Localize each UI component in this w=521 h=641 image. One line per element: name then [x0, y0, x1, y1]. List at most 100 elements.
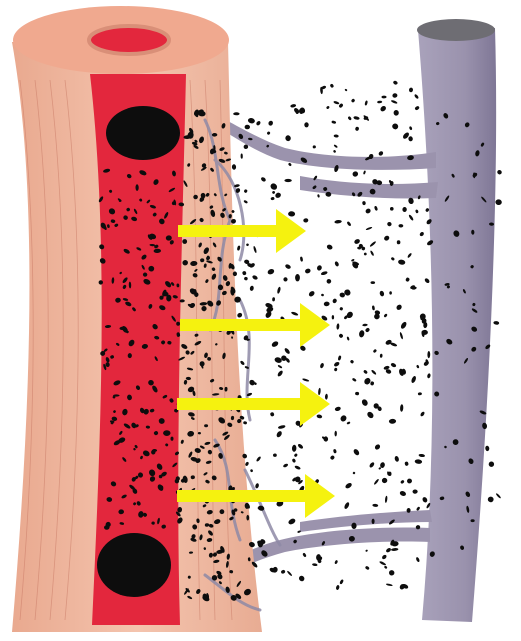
particle: [373, 349, 378, 354]
particle: [346, 336, 349, 340]
particle: [260, 176, 266, 182]
particle: [278, 425, 286, 430]
particle: [330, 455, 336, 461]
particle: [419, 231, 425, 237]
blood-vessel-top-opening: [89, 26, 169, 54]
particle: [408, 214, 414, 221]
particle: [353, 116, 360, 121]
particle: [411, 375, 417, 383]
particle: [362, 324, 368, 327]
particle: [277, 286, 282, 293]
particle: [351, 98, 356, 103]
particle: [363, 170, 366, 174]
particle: [365, 226, 372, 230]
particle: [373, 478, 379, 485]
particle: [272, 297, 275, 301]
particle: [302, 378, 310, 382]
particle: [334, 367, 338, 371]
particle: [319, 362, 324, 368]
particle: [389, 570, 394, 575]
particle: [272, 191, 276, 195]
particle: [280, 569, 285, 574]
particle: [253, 246, 257, 254]
particle: [313, 145, 316, 148]
particle: [395, 304, 402, 311]
particle: [394, 456, 400, 463]
particle: [352, 471, 355, 474]
particle: [383, 313, 387, 318]
cell-lower: [97, 533, 171, 597]
particle: [425, 208, 430, 213]
particle: [488, 461, 495, 468]
particle: [284, 179, 291, 182]
particle: [377, 101, 382, 104]
particle: [270, 197, 274, 201]
particle: [255, 120, 261, 126]
particle: [269, 182, 278, 191]
particle: [416, 365, 420, 369]
particle: [267, 268, 275, 275]
particle: [326, 105, 330, 109]
particle: [371, 369, 377, 375]
particle: [288, 211, 295, 216]
particle: [409, 87, 414, 92]
particle: [382, 478, 388, 483]
particle: [381, 96, 386, 99]
particle: [400, 321, 408, 330]
particle: [379, 561, 387, 566]
particle: [334, 406, 341, 412]
particle: [372, 504, 378, 508]
particle: [363, 377, 372, 386]
particle: [308, 290, 316, 298]
particle: [394, 110, 399, 116]
particle: [285, 264, 292, 270]
particle: [237, 245, 241, 251]
particle: [386, 221, 392, 227]
particle: [495, 493, 501, 499]
particle: [354, 238, 361, 245]
particle: [255, 483, 260, 489]
particle: [485, 445, 490, 451]
particle: [298, 575, 306, 583]
particle: [244, 276, 248, 280]
particle: [420, 411, 426, 417]
particle: [369, 241, 376, 248]
particle: [405, 277, 410, 282]
particle: [283, 277, 287, 281]
particle: [246, 243, 250, 247]
particle: [285, 135, 292, 142]
particle: [245, 461, 250, 466]
particle: [336, 585, 340, 591]
particle: [414, 105, 420, 110]
particle: [392, 93, 397, 98]
particle: [346, 221, 351, 227]
particle: [343, 502, 350, 510]
particle: [347, 116, 352, 121]
particle: [243, 200, 248, 204]
particle: [370, 281, 375, 284]
particle: [363, 369, 368, 374]
particle: [386, 583, 393, 586]
particle: [276, 430, 283, 438]
particle: [163, 430, 170, 436]
particle: [113, 394, 120, 396]
particle: [391, 257, 396, 261]
particle: [333, 150, 337, 154]
particle: [415, 557, 420, 563]
particle: [415, 209, 419, 213]
particle: [400, 404, 404, 412]
particle: [241, 153, 243, 158]
particle: [416, 506, 421, 511]
particle: [389, 291, 392, 294]
particle: [406, 478, 412, 484]
particle: [355, 126, 360, 131]
particle: [334, 261, 339, 267]
particle: [355, 392, 359, 396]
particle: [407, 252, 412, 258]
particle: [294, 465, 301, 470]
particle: [352, 378, 357, 383]
particle: [391, 100, 398, 105]
particle: [338, 333, 344, 339]
particle: [277, 370, 284, 378]
particle: [292, 458, 296, 463]
